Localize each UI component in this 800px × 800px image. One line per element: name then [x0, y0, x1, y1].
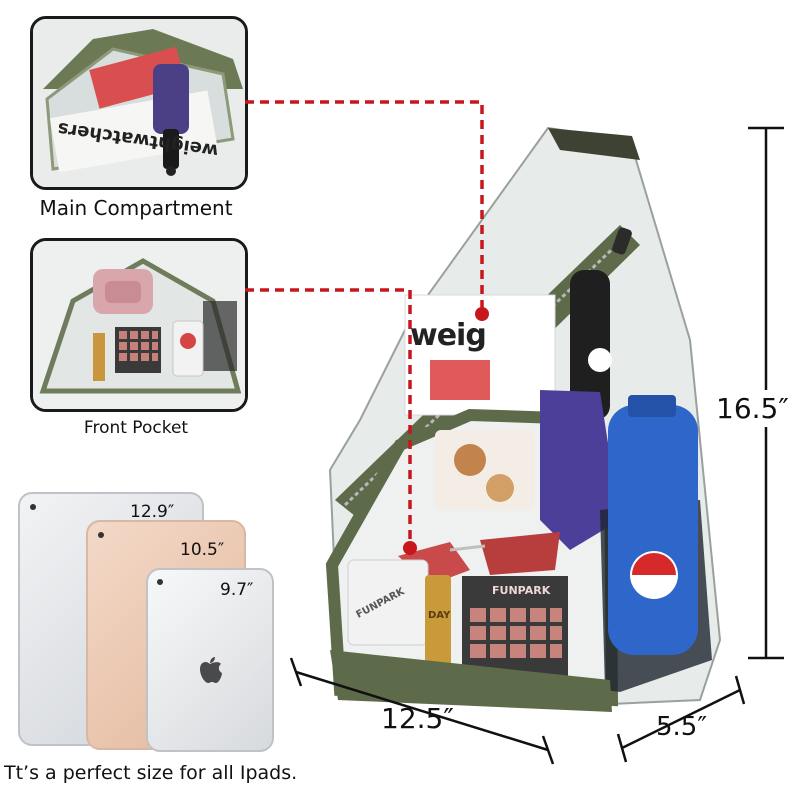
ipad-12-9-label: 12.9″ [130, 502, 175, 522]
front-pocket-marker [403, 541, 417, 555]
depth-line [621, 688, 741, 750]
ipad-9-7: 9.7″ [146, 568, 274, 752]
depth-label: 5.5″ [656, 712, 708, 742]
width-label: 12.5″ [381, 702, 454, 735]
sunglasses [480, 532, 560, 575]
water-bottle [608, 405, 698, 655]
height-label: 16.5″ [714, 390, 791, 427]
callout-lines [245, 100, 484, 548]
main-compartment-marker [475, 307, 489, 321]
bottom-trim [330, 650, 612, 712]
umbrella [570, 270, 610, 420]
ipad-10-5-label: 10.5″ [180, 540, 225, 560]
apple-logo-icon [200, 657, 222, 683]
lipstick-text: DAY [428, 610, 451, 621]
front-pocket-caption: Front Pocket [83, 418, 189, 438]
main-compartment-inset: weightwatchers [30, 16, 248, 190]
palette-brand-right: FUNPARK [492, 584, 551, 597]
zipper-pull [612, 227, 632, 255]
bag-strap-top [548, 128, 640, 160]
ipad-caption: Tt’s a perfect size for all Ipads. [4, 762, 298, 784]
front-pocket-callout [245, 288, 412, 548]
width-line [295, 670, 549, 752]
front-pocket-inset [30, 238, 248, 412]
front-pocket-photo [33, 241, 245, 409]
snack-pack [435, 430, 535, 510]
bag-magazine-text: weig [410, 318, 487, 353]
main-compartment-photo [33, 19, 245, 187]
ipad-9-7-label: 9.7″ [220, 580, 254, 600]
main-compartment-caption: Main Compartment [39, 196, 233, 220]
lipstick [425, 575, 451, 685]
main-compartment-callout [245, 100, 484, 310]
